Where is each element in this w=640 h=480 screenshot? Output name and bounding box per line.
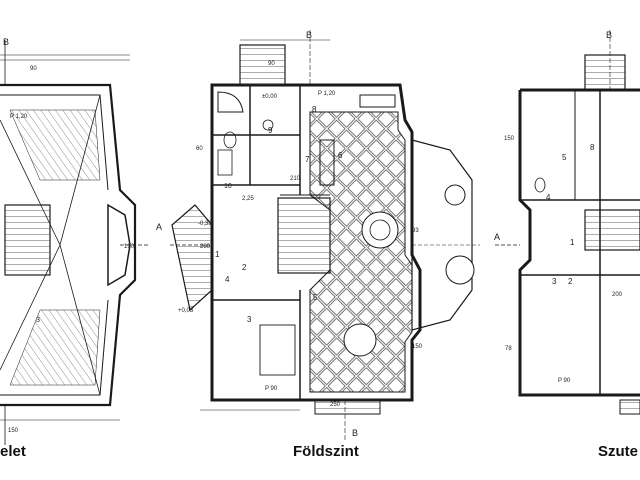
room-number-7: 7	[305, 155, 310, 164]
caption-attic: elet	[0, 443, 26, 460]
left-plan	[0, 40, 150, 445]
room-number-9: 9	[268, 126, 273, 135]
room-number-2-right: 2	[568, 277, 573, 286]
caption-basement: Szute	[598, 443, 639, 460]
roof-outline	[0, 83, 137, 407]
room-number-5-right: 5	[562, 153, 567, 162]
room-number-5: 5	[313, 293, 318, 302]
dim-mid-3: 210	[290, 176, 301, 182]
room-number-3-right: 3	[552, 277, 557, 286]
room-number-3: 3	[247, 315, 252, 324]
level-label-drop: -0,38	[198, 221, 212, 227]
bay-window	[411, 139, 473, 331]
room-number-2: 2	[242, 263, 247, 272]
room-number-4: 4	[225, 275, 230, 284]
section-b-right: B	[606, 30, 612, 40]
sill-label-mid-bottom: P 90	[265, 386, 278, 392]
room-number-6: 6	[338, 151, 343, 160]
room-number-8-right: 8	[590, 143, 595, 152]
section-a-right: A	[494, 232, 500, 242]
dim-mid-2: 60	[196, 146, 203, 152]
dim-right-1: 150	[504, 136, 515, 142]
dim-mid-7: 250	[330, 402, 341, 408]
sill-label-mid: P 1,20	[318, 91, 336, 97]
dim-mid-1: 90	[268, 61, 275, 67]
room-number-1-right: 1	[570, 238, 575, 247]
dim-left-3: 190	[124, 244, 135, 250]
sill-label-left: P 1,20	[10, 114, 28, 120]
sill-label-right: P 90	[558, 378, 571, 384]
room-number-3-left: 3	[36, 317, 40, 324]
dim-left-1: 90	[30, 66, 37, 72]
room-number-1: 1	[215, 250, 220, 259]
level-label-top: ±0,00	[262, 94, 278, 100]
dim-right-3: 200	[612, 292, 623, 298]
room-number-8: 8	[312, 105, 317, 114]
section-b-mid-bottom: B	[352, 428, 358, 438]
dim-mid-5: 93	[412, 228, 419, 234]
level-label-entry: +0,03	[178, 308, 194, 314]
dim-left-2: 150	[8, 428, 19, 434]
room-number-4-right: 4	[546, 193, 551, 202]
middle-plan	[170, 30, 480, 440]
section-a-mid: A	[156, 222, 162, 232]
caption-ground-floor: Földszint	[293, 443, 359, 460]
dim-right-2: 78	[505, 346, 512, 352]
section-b-left: B	[3, 37, 9, 47]
section-b-mid-top: B	[306, 30, 312, 40]
room-number-10: 10	[224, 183, 232, 190]
height-label: 2,25	[242, 196, 254, 202]
dim-mid-6: 150	[412, 344, 423, 350]
dim-mid-4: 260	[200, 244, 211, 250]
right-plan	[495, 30, 640, 415]
